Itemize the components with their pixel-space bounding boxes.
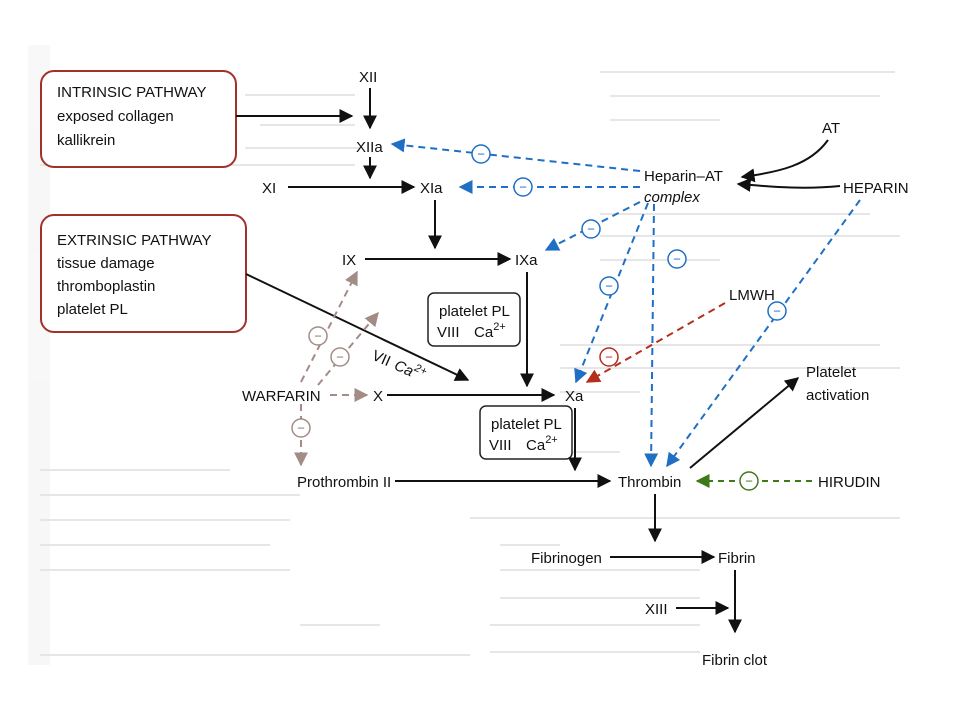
svg-text:−: − [297,421,305,436]
arrow-at-to-complex [740,139,829,183]
warfarin-to-ix [300,270,358,383]
heparin-to-thrombin [644,203,659,468]
heparin-direct-to-thrombin [666,199,861,468]
drug-lmwh: LMWH [729,287,775,304]
inhibit-marker-heparin-ixa: − [581,219,601,239]
cascade-arrows [236,88,841,634]
cofactor-2-ca: Ca2+ [526,434,558,454]
inhibit-marker-heparin-xa: − [599,276,619,296]
cofactor-1-viii: VIII [437,324,460,341]
warfarin-to-vii [317,311,379,386]
svg-text:−: − [745,474,753,489]
svg-text:−: − [314,329,322,344]
intrinsic-line-collagen: exposed collagen [57,108,174,125]
inhibit-marker-warfarin-prothrombin: − [291,418,311,438]
svg-text:−: − [773,304,781,319]
factor-thrombin: Thrombin [618,474,681,491]
inhibit-marker-heparin-xia: − [513,177,533,197]
extrinsic-line-platelet-pl: platelet PL [57,301,128,318]
svg-text:−: − [477,147,485,162]
svg-text:−: − [673,252,681,267]
extrinsic-pathway-title: EXTRINSIC PATHWAY [57,232,211,249]
drug-heparin-at-complex: complex [644,189,700,206]
inhibit-marker-warfarin-vii: − [330,347,350,367]
cofactor-2-viii: VIII [489,437,512,454]
factor-xi: XI [262,180,276,197]
svg-text:−: − [587,222,595,237]
svg-text:−: − [605,350,613,365]
factor-xii: XII [359,69,377,86]
factor-prothrombin: Prothrombin II [297,474,391,491]
factor-xiia: XIIa [356,139,383,156]
inhibit-marker-warfarin-ix: − [308,326,328,346]
drug-heparin-at: Heparin–AT [644,168,723,185]
extrinsic-line-tissue-damage: tissue damage [57,255,155,272]
factor-fibrin-clot: Fibrin clot [702,652,768,669]
inhibit-marker-heparin-direct: − [767,301,787,321]
factor-xia: XIa [420,180,443,197]
cofactor-box-2: platelet PL VIII Ca2+ [479,405,573,460]
arrow-extrinsic-to-xa [245,273,470,381]
arrow-thrombin-to-platelet [689,377,800,469]
arrow-heparin-to-complex [736,177,841,192]
inhibit-markers: − − − − − − − − − − − [291,144,787,491]
platelet-activation-line2: activation [806,387,869,404]
factor-ixa: IXa [515,252,538,269]
drug-labels: AT Heparin–AT complex HEPARIN LMWH WARFA… [242,120,909,491]
cofactor-2-platelet-pl: platelet PL [491,416,562,433]
inhibit-marker-heparin-xiia: − [471,144,491,164]
platelet-activation-line1: Platelet [806,364,857,381]
svg-text:−: − [336,350,344,365]
cofactor-1-ca: Ca2+ [474,321,506,341]
drug-hirudin: HIRUDIN [818,474,881,491]
extrinsic-line-thromboplastin: thromboplastin [57,278,155,295]
intrinsic-pathway-box: INTRINSIC PATHWAY exposed collagen kalli… [40,70,237,168]
factor-fibrinogen: Fibrinogen [531,550,602,567]
factor-xiii: XIII [645,601,668,618]
drug-warfarin: WARFARIN [242,388,321,405]
cofactor-box-1: platelet PL VIII Ca2+ [427,292,521,347]
factor-labels: XII XIIa XI XIa IX IXa X Xa VIICa2+ Prot… [262,69,869,669]
inhibit-marker-hirudin: − [739,471,759,491]
svg-text:−: − [519,180,527,195]
factor-fibrin: Fibrin [718,550,756,567]
lmwh-to-xa [585,302,726,383]
inhibit-marker-lmwh: − [599,347,619,367]
warfarin-inhibition-arrows [294,270,379,467]
background-scan-texture [28,45,900,665]
svg-text:−: − [605,279,613,294]
cofactor-1-platelet-pl: platelet PL [439,303,510,320]
factor-vii-ca: VIICa2+ [369,344,429,385]
intrinsic-pathway-title: INTRINSIC PATHWAY [57,84,206,101]
factor-x: X [373,388,383,405]
extrinsic-pathway-box: EXTRINSIC PATHWAY tissue damage thrombop… [40,214,247,333]
drug-at: AT [822,120,840,137]
drug-heparin: HEPARIN [843,180,909,197]
inhibit-marker-heparin-thrombin: − [667,249,687,269]
factor-ix: IX [342,252,356,269]
intrinsic-line-kallikrein: kallikrein [57,132,115,149]
heparin-to-xiia [390,138,641,172]
factor-xa: Xa [565,388,584,405]
